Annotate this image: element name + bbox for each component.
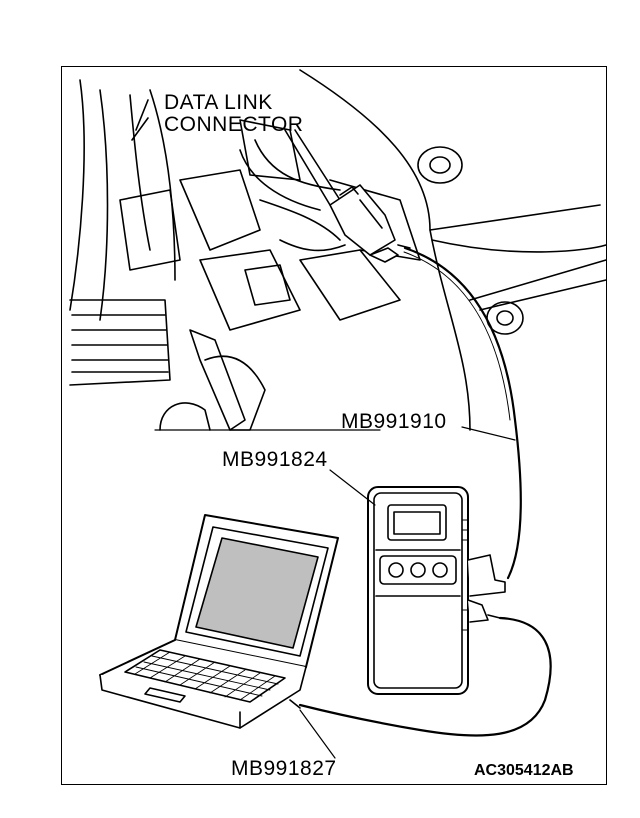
vci-unit-label: MB991824 bbox=[222, 448, 328, 471]
cable-mb991910 bbox=[403, 246, 522, 580]
cable-mb991827 bbox=[298, 616, 552, 737]
data-link-connector-label-line1: DATA LINK bbox=[164, 91, 273, 114]
laptop bbox=[99, 514, 339, 729]
data-link-connector-label-line2: CONNECTOR bbox=[164, 113, 304, 136]
dlc-plug bbox=[329, 184, 411, 263]
vci-unit bbox=[367, 486, 506, 695]
dashboard-sketch bbox=[69, 69, 607, 431]
cable-mb991910-label: MB991910 bbox=[341, 410, 447, 433]
cable-mb991827-label: MB991827 bbox=[231, 757, 337, 780]
figure-code-label: AC305412AB bbox=[474, 762, 574, 779]
